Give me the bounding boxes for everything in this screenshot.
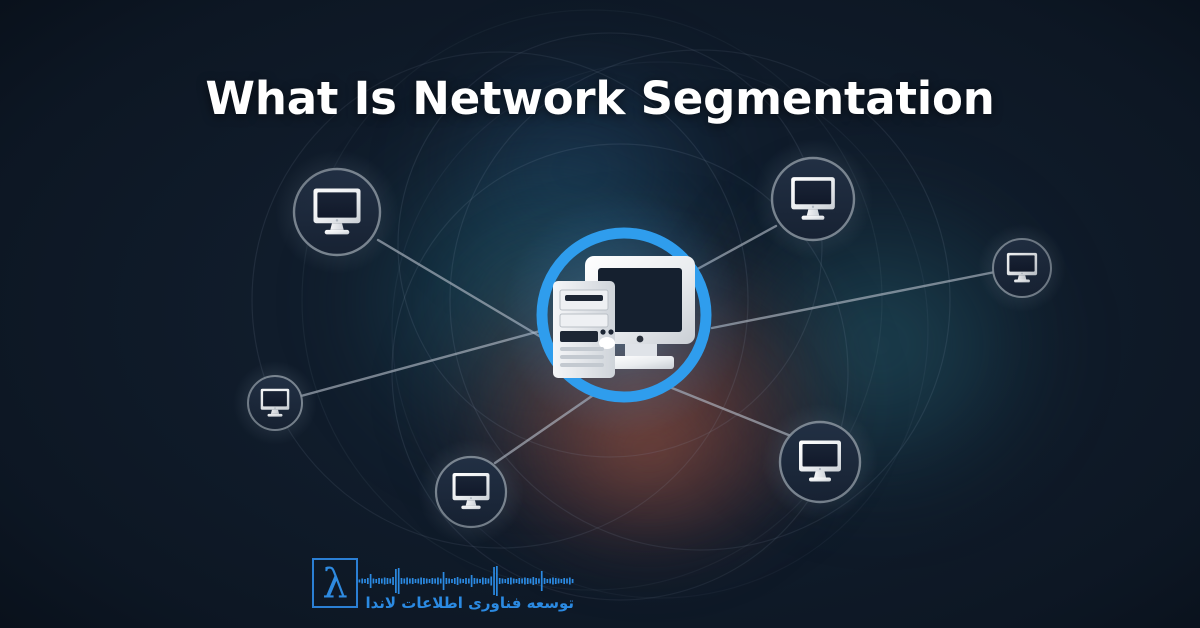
waveform-icon [358, 566, 574, 596]
node-top-right [753, 139, 873, 259]
node-right [978, 224, 1066, 312]
logo-company-name: توسعه فناوری اطلاعات لاندا [365, 594, 574, 612]
central-server-node [502, 193, 746, 437]
lambda-icon: λ [322, 561, 348, 607]
node-bottom-right [762, 404, 878, 520]
node-top-left [275, 150, 399, 274]
node-left [233, 361, 317, 445]
page-title: What Is Network Segmentation [205, 72, 995, 125]
landa-it-logo[interactable]: λ توسعه فناوری اطلاعات لاندا [306, 554, 576, 620]
logo-box: λ [312, 558, 358, 608]
node-bottom-left [418, 439, 524, 545]
